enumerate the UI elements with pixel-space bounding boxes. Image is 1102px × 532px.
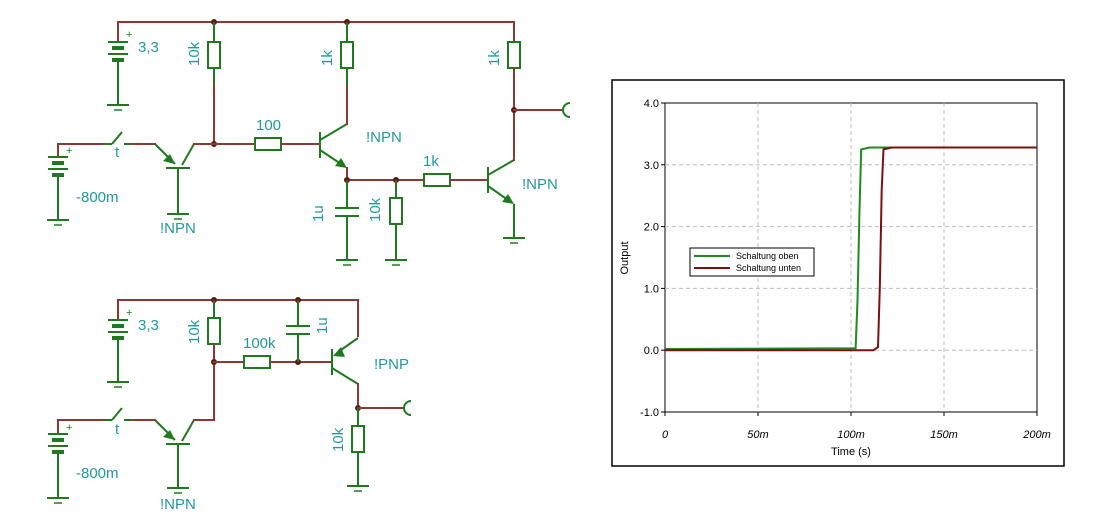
switch-top-label: t xyxy=(115,144,120,161)
capacitor-top-label: 1u xyxy=(310,205,327,222)
resistor-pullup-top xyxy=(207,22,221,145)
legend: Schaltung oben Schaltung unten xyxy=(689,247,815,277)
transistor-input-bottom-label: !NPN xyxy=(160,496,196,513)
battery-supply-bottom-label: 3,3 xyxy=(138,317,159,334)
transistor-output-top-label: !NPN xyxy=(522,176,558,193)
y-tick-label: 2.0 xyxy=(644,222,659,234)
switch-top[interactable] xyxy=(105,131,156,145)
y-tick-label: 1.0 xyxy=(644,283,659,295)
series-line-2 xyxy=(665,146,1037,352)
x-ticks: 0 50m 100m 150m 200m xyxy=(662,412,1051,441)
resistor-base-bottom xyxy=(213,355,333,369)
resistor-base-top xyxy=(213,137,321,151)
x-tick-label: 100m xyxy=(837,429,865,441)
output-terminal-top xyxy=(513,102,571,118)
capacitor-top xyxy=(335,180,359,266)
x-tick-label: 150m xyxy=(930,429,958,441)
transistor-pnp-bottom xyxy=(331,299,359,409)
circuit-bottom: + 3,3 10k 100k 1u xyxy=(46,297,412,513)
output-terminal-bottom xyxy=(357,400,412,416)
svg-text:+: + xyxy=(66,422,72,434)
transistor-middle-top-label: !NPN xyxy=(366,129,402,146)
battery-input-top-label: -800m xyxy=(76,189,119,206)
switch-bottom[interactable] xyxy=(105,407,156,421)
battery-input-bottom-label: -800m xyxy=(76,465,119,482)
resistor-collector-top-label: 1k xyxy=(319,50,336,66)
series xyxy=(664,146,1037,352)
x-tick-label: 50m xyxy=(747,429,768,441)
svg-text:+: + xyxy=(126,307,132,319)
resistor-base-top-label: 100 xyxy=(256,117,281,134)
y-axis-label: Output xyxy=(619,241,631,274)
battery-input-top: + xyxy=(46,143,106,226)
resistor-coupling-top xyxy=(423,173,489,187)
transistor-middle-top xyxy=(319,83,348,181)
battery-supply-top-label: 3,3 xyxy=(138,39,159,56)
x-tick-label: 200m xyxy=(1022,429,1051,441)
x-tick-label: 0 xyxy=(662,429,669,441)
transistor-pnp-bottom-label: !PNP xyxy=(374,356,409,373)
x-axis-label: Time (s) xyxy=(831,446,871,458)
svg-text:+: + xyxy=(126,29,132,41)
series-line-1 xyxy=(664,146,1037,350)
capacitor-bottom-label: 1u xyxy=(314,317,331,334)
battery-supply-bottom: + xyxy=(106,299,132,388)
transistor-output-top xyxy=(487,109,526,244)
resistor-shunt-top-label: 10k xyxy=(367,197,384,222)
legend-label-series-1: Schaltung oben xyxy=(736,251,799,261)
legend-box xyxy=(689,247,815,277)
circuit-top: + 3,3 10k + -800m xyxy=(46,19,571,266)
output-chart: -1.0 0.0 1.0 2.0 3.0 4.0 0 50m 100m 150m 200m Out… xyxy=(611,79,1065,467)
capacitor-bottom xyxy=(286,300,310,362)
y-ticks: -1.0 0.0 1.0 2.0 3.0 4.0 xyxy=(640,98,665,419)
transistor-input-top xyxy=(154,143,215,220)
resistor-pullup-bottom-label: 10k xyxy=(186,319,203,344)
y-tick-label: 4.0 xyxy=(644,98,659,110)
resistor-shunt-top xyxy=(384,180,408,266)
resistor-load-bottom xyxy=(346,408,370,492)
battery-supply-top: + xyxy=(106,21,132,111)
y-tick-label: -1.0 xyxy=(640,407,659,419)
y-tick-label: 0.0 xyxy=(644,345,659,357)
transistor-input-bottom xyxy=(154,419,215,494)
y-tick-label: 3.0 xyxy=(644,160,659,172)
resistor-base-bottom-label: 100k xyxy=(243,335,276,352)
svg-text:+: + xyxy=(66,145,72,157)
resistor-output-top-label: 1k xyxy=(486,50,503,66)
switch-bottom-label: t xyxy=(115,421,120,438)
resistor-output-top xyxy=(507,21,521,111)
resistor-pullup-bottom xyxy=(207,300,221,421)
battery-input-bottom: + xyxy=(46,419,106,504)
resistor-pullup-top-label: 10k xyxy=(186,41,203,66)
transistor-input-top-label: !NPN xyxy=(160,220,196,237)
resistor-collector-top xyxy=(340,22,354,84)
resistor-coupling-top-label: 1k xyxy=(423,153,439,170)
legend-label-series-2: Schaltung unten xyxy=(736,263,801,273)
resistor-load-bottom-label: 10k xyxy=(330,427,347,452)
